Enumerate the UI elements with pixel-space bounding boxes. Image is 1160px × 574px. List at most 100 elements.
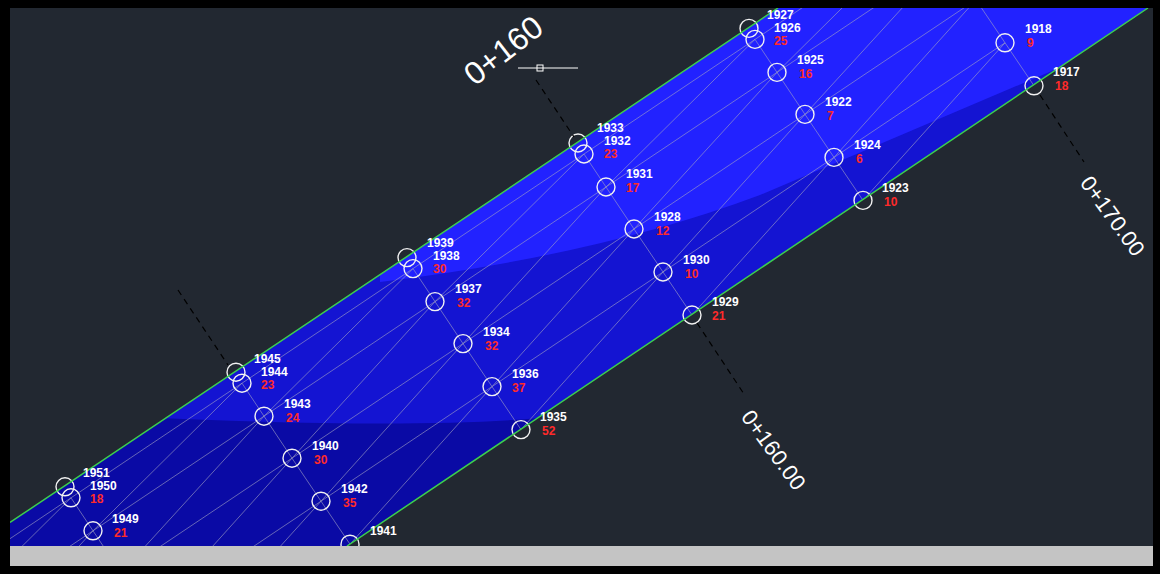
point-number: 1935 <box>540 411 567 423</box>
tin-edge <box>805 8 948 114</box>
point-value: 6 <box>856 153 863 165</box>
tin-edge <box>692 157 834 315</box>
point-number: 1939 <box>427 237 454 249</box>
tin-edge <box>121 416 264 546</box>
cursor-line <box>518 68 578 69</box>
point-number: 1931 <box>626 168 653 180</box>
point-value: 18 <box>1055 80 1068 92</box>
point-number: 1936 <box>512 368 539 380</box>
station-label: 0+160.00 <box>737 407 809 495</box>
tin-edge <box>71 498 93 531</box>
point-marker <box>84 522 102 540</box>
point-marker <box>597 178 615 196</box>
tin-edge <box>292 344 463 459</box>
tin-edge <box>492 272 663 387</box>
point-marker <box>854 191 872 209</box>
point-number: 1937 <box>455 283 482 295</box>
station-line <box>697 323 744 394</box>
tin-edge <box>805 8 976 114</box>
point-number: 1929 <box>712 296 739 308</box>
point-number: 1933 <box>597 122 624 134</box>
point-value: 37 <box>512 382 525 394</box>
point-marker <box>746 30 764 48</box>
station-line <box>178 290 228 365</box>
tin-edge <box>863 86 1034 201</box>
point-number: 1949 <box>112 513 139 525</box>
station-label: 0+170.00 <box>1076 173 1148 261</box>
tin-edge <box>179 544 350 546</box>
point-marker <box>483 378 501 396</box>
point-marker <box>625 220 643 238</box>
tin-mesh <box>10 8 1034 546</box>
tin-edge <box>755 39 777 72</box>
point-marker <box>454 335 472 353</box>
point-value: 23 <box>604 148 617 160</box>
point-marker <box>283 449 301 467</box>
tin-edge <box>10 531 93 546</box>
tin-edge <box>584 154 606 187</box>
tin-edge <box>463 187 606 344</box>
point-value: 17 <box>626 182 639 194</box>
tin-edge <box>834 8 976 157</box>
tin-edge <box>242 269 413 384</box>
tin-edge <box>150 458 292 546</box>
point-marker <box>825 148 843 166</box>
point-marker <box>233 374 251 392</box>
point-number: 1927 <box>767 9 794 21</box>
point-value: 21 <box>712 310 725 322</box>
point-value: 24 <box>286 412 299 424</box>
point-marker <box>575 145 593 163</box>
tin-edge <box>777 8 926 72</box>
tin-edge <box>463 229 634 344</box>
point-value: 21 <box>114 527 127 539</box>
tin-edge <box>350 387 492 545</box>
point-value: 30 <box>314 454 327 466</box>
tin-edge <box>321 344 463 502</box>
point-value: 12 <box>656 225 669 237</box>
tin-edge <box>264 269 413 417</box>
tin-edge <box>321 387 492 502</box>
point-marker <box>996 34 1014 52</box>
tin-edge <box>150 501 321 546</box>
station-lines <box>178 80 1084 394</box>
point-number: 1932 <box>604 135 631 147</box>
status-bar <box>10 546 1153 566</box>
point-number: 1925 <box>797 54 824 66</box>
point-marker <box>740 19 758 37</box>
point-value: 10 <box>685 268 698 280</box>
point-number: 1943 <box>284 398 311 410</box>
station-line <box>536 80 574 137</box>
tin-edge <box>93 416 264 531</box>
tin-edge <box>634 72 777 229</box>
tin-edge <box>777 8 948 72</box>
tin-edge <box>179 501 321 546</box>
tin-edge <box>413 269 435 302</box>
point-marker <box>654 263 672 281</box>
tin-edge <box>663 114 805 272</box>
point-value: 23 <box>261 379 274 391</box>
point-marker <box>426 293 444 311</box>
tin-edge <box>976 8 1005 43</box>
point-number: 1918 <box>1025 23 1052 35</box>
cursor-marker <box>518 65 578 71</box>
tin-edge <box>863 43 1005 201</box>
point-marker <box>796 105 814 123</box>
point-number: 1926 <box>774 22 801 34</box>
surface-fill-mid <box>0 0 1160 423</box>
tin-edge <box>521 272 663 430</box>
point-number: 1928 <box>654 211 681 223</box>
point-number: 1923 <box>882 182 909 194</box>
point-number: 1951 <box>83 467 110 479</box>
tin-edge <box>121 458 292 546</box>
point-value: 18 <box>90 493 103 505</box>
tin-edge <box>1005 43 1034 86</box>
point-number: 1922 <box>825 96 852 108</box>
point-number: 1945 <box>254 353 281 365</box>
point-value: 25 <box>774 35 787 47</box>
